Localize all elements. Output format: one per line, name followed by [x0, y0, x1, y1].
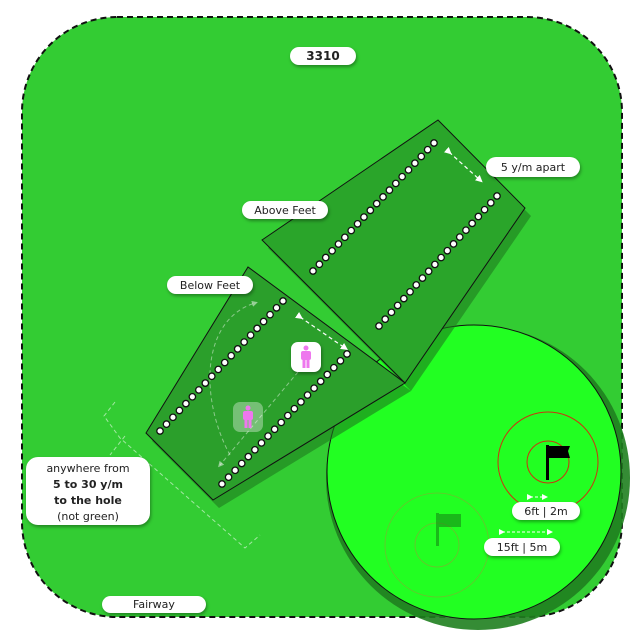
- note-line-1: anywhere from: [46, 462, 130, 475]
- note-line-4: (not green): [57, 510, 119, 523]
- player-ghost-icon: [233, 402, 263, 432]
- above-feet-slope: [261, 119, 526, 384]
- spacing-label: 5 y/m apart: [486, 157, 580, 177]
- note-line-2: 5 to 30 y/m: [53, 478, 123, 491]
- below-feet-slope: [145, 266, 406, 501]
- flag-ghost-icon: [436, 513, 461, 546]
- drill-number-label: 3310: [290, 47, 356, 65]
- ball-rows: [156, 139, 501, 488]
- flag-icon: [546, 445, 570, 480]
- inner-ring-label: 6ft | 2m: [512, 502, 580, 520]
- spacing-arrow-below: [294, 311, 348, 351]
- outer-ring-label: 15ft | 5m: [484, 538, 560, 556]
- player-icon: [291, 342, 321, 372]
- fairway-label: Fairway: [102, 596, 206, 613]
- distance-note: anywhere from 5 to 30 y/m to the hole (n…: [26, 457, 150, 525]
- below-feet-label: Below Feet: [167, 276, 253, 294]
- inner-ring-active: [526, 440, 570, 484]
- range-bracket: [103, 401, 261, 549]
- above-feet-label: Above Feet: [242, 201, 328, 219]
- note-line-3: to the hole: [54, 494, 122, 507]
